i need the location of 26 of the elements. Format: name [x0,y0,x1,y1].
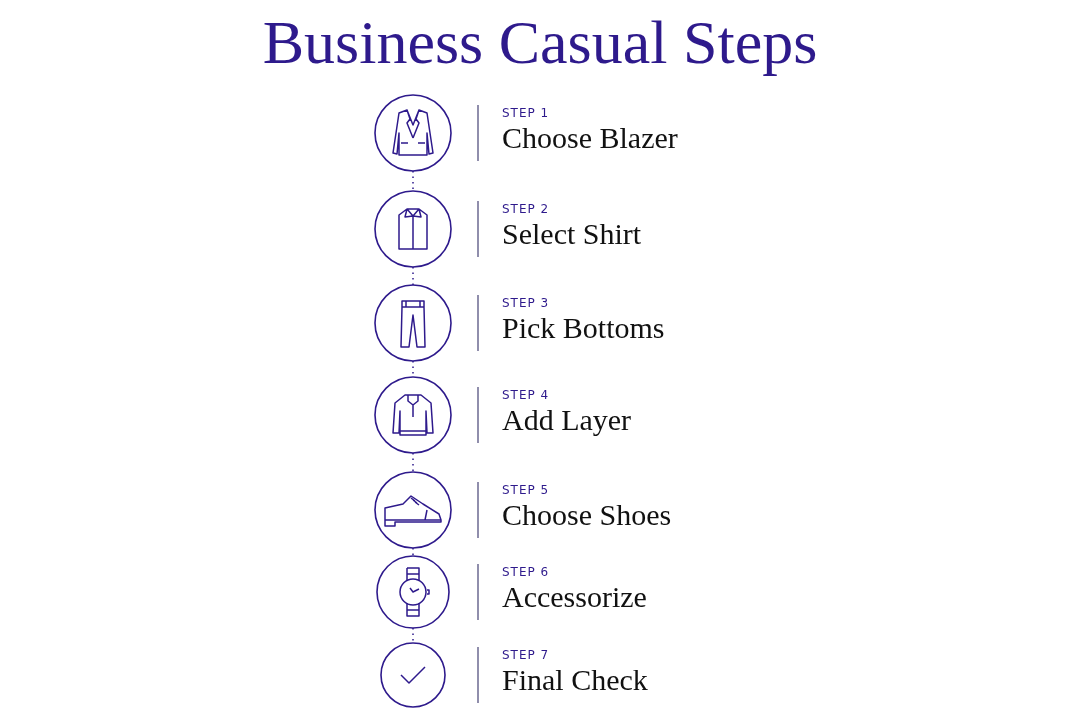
step-circle [374,471,452,549]
step-title: Add Layer [502,403,632,437]
step-number: STEP 7 [502,648,550,662]
title: Business Casual Steps [261,8,819,77]
step-circle [374,94,452,172]
step-circle [376,555,450,629]
step-circle [374,284,452,362]
step-title: Choose Blazer [502,121,678,155]
step-number: STEP 5 [502,483,550,497]
step-title: Select Shirt [502,217,642,251]
dotted-connector [412,547,414,557]
step-number: STEP 2 [502,202,550,216]
step-title: Final Check [502,663,648,697]
dotted-connector [412,170,414,192]
dotted-connector [412,627,414,644]
step-number: STEP 1 [502,106,550,120]
dotted-connector [412,452,414,473]
step-number: STEP 6 [502,565,550,579]
step-circle [374,376,452,454]
step-title: Pick Bottoms [502,311,665,345]
step-number: STEP 3 [502,296,550,310]
step-circle [374,190,452,268]
step-circle [380,642,446,708]
step-title: Choose Shoes [502,498,672,532]
step-title: Accessorize [502,580,647,614]
step-number: STEP 4 [502,388,550,402]
